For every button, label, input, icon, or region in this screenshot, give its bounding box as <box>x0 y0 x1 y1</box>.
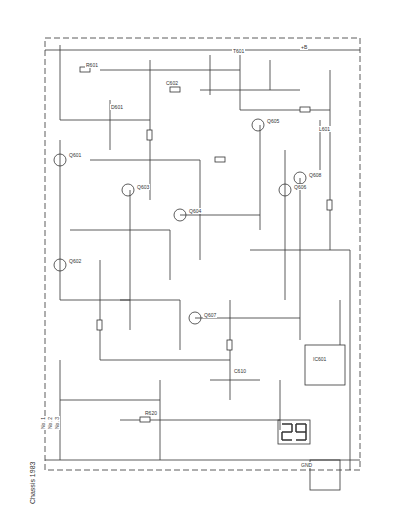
component-label: IC601 <box>312 356 327 362</box>
component-label: Q605 <box>266 118 280 124</box>
connector-box <box>310 460 340 490</box>
transistor-symbols <box>54 119 306 324</box>
component-label: Q601 <box>68 152 82 158</box>
component-label: R620 <box>144 410 158 416</box>
component-label: No. 1 <box>40 416 46 430</box>
component-label: L601 <box>318 126 331 132</box>
seven-segment-display <box>278 420 310 444</box>
component-label: Q608 <box>308 172 322 178</box>
component-label: Q603 <box>136 184 150 190</box>
component-label: No. 2 <box>47 416 53 430</box>
component-label: +B <box>300 44 308 50</box>
resistor-symbols <box>80 67 332 422</box>
wires <box>45 45 360 470</box>
sheet-title: Chassis 1983 <box>30 461 36 505</box>
component-label: T601 <box>232 48 245 54</box>
component-label: No. 3 <box>54 416 60 430</box>
component-label: Q602 <box>68 258 82 264</box>
component-label: R601 <box>85 62 99 68</box>
component-label: C602 <box>165 80 179 86</box>
component-label: Q606 <box>293 184 307 190</box>
component-label: GND <box>300 462 313 468</box>
component-label: C610 <box>233 368 247 374</box>
chassis-outline <box>45 38 360 470</box>
component-label: Q607 <box>203 312 217 318</box>
module-box <box>305 345 345 385</box>
component-label: D601 <box>110 104 124 110</box>
component-label: Q604 <box>188 208 202 214</box>
